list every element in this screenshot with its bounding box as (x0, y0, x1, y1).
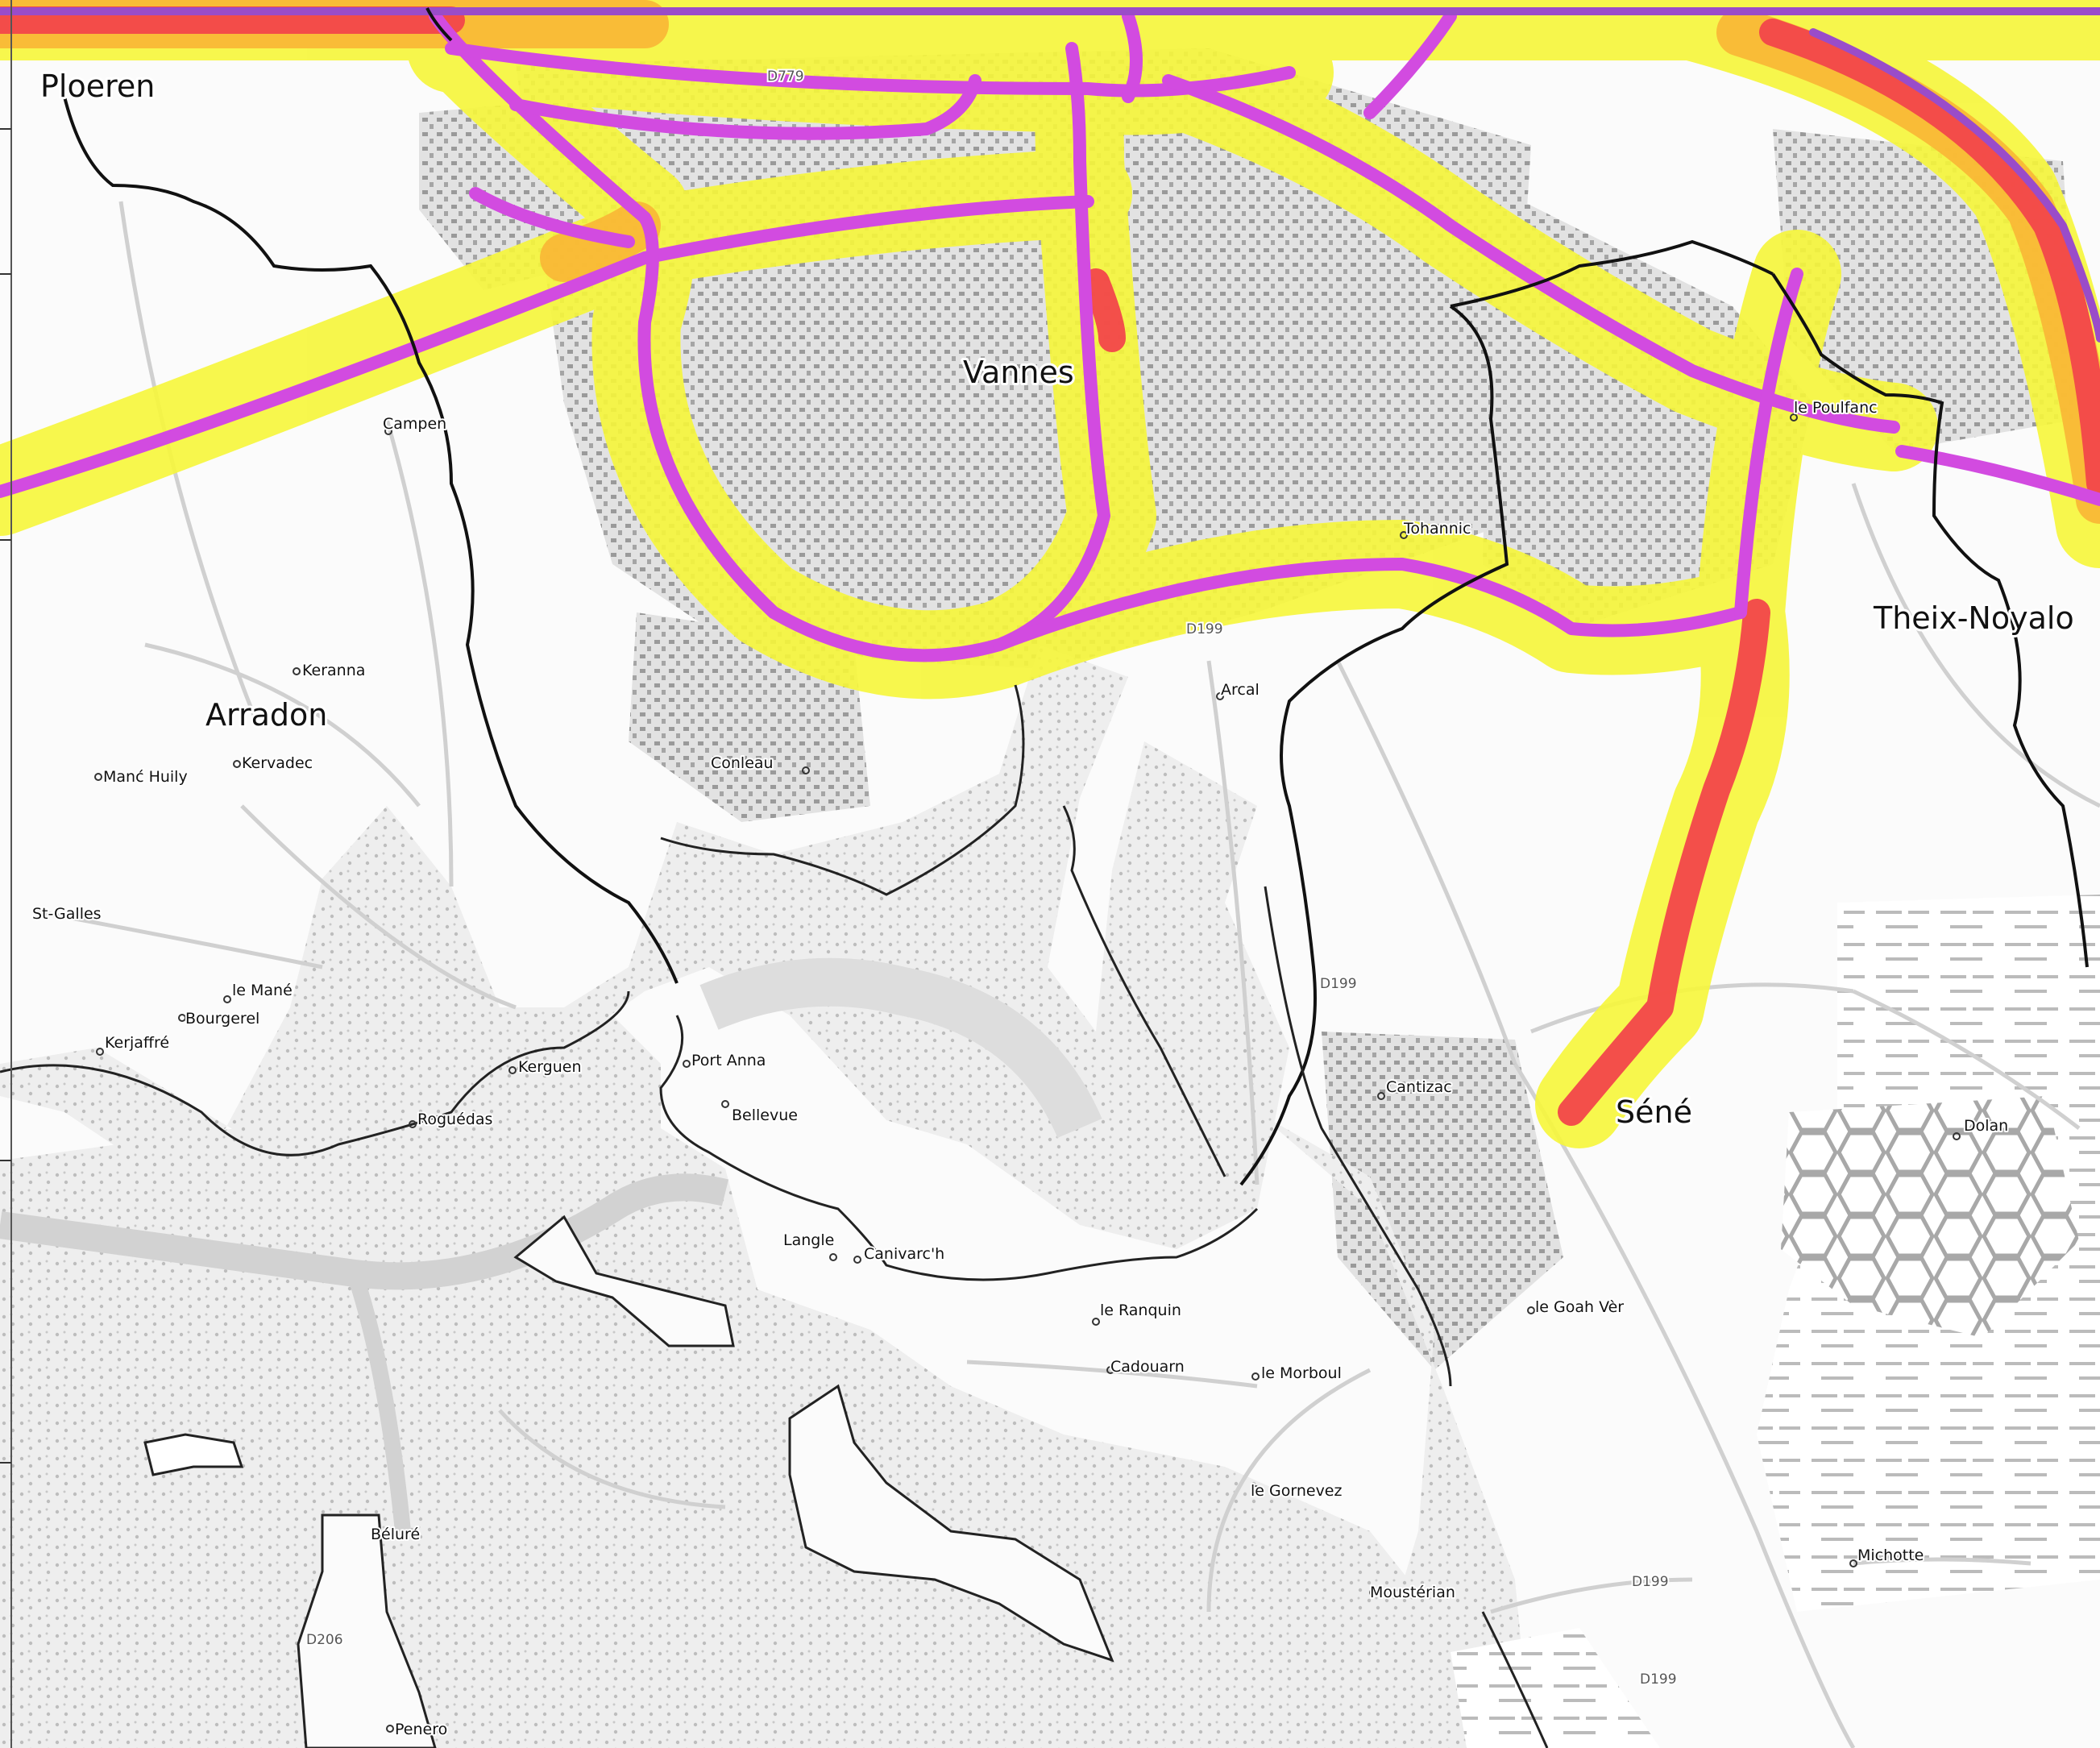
place-label[interactable]: Manć Huily (102, 766, 189, 787)
place-label[interactable]: Tohannic (1401, 518, 1473, 539)
road-label: D199 (1320, 976, 1357, 992)
place-label[interactable]: Kervadec (240, 753, 314, 774)
commune-borders (63, 7, 2089, 1186)
town-label-ploeren[interactable]: Ploeren (38, 66, 157, 106)
place-label[interactable]: le Gornevez (1249, 1480, 1343, 1501)
place-label[interactable]: le Goah Vèr (1533, 1297, 1625, 1318)
marsh-areas (1450, 895, 2100, 1748)
place-label[interactable]: Dolan (1962, 1115, 2010, 1136)
place-label[interactable]: Langle (782, 1230, 836, 1251)
road-label: D206 (306, 1632, 343, 1648)
place-label[interactable]: Cantizac (1384, 1077, 1454, 1098)
place-label[interactable]: Roguédas (416, 1109, 494, 1130)
place-labels: Campen Keranna Manć Huily Kervadec St-Ga… (31, 397, 2010, 1740)
place-label[interactable]: Kerguen (517, 1057, 583, 1077)
road-label: D199 (1640, 1671, 1677, 1688)
place-label[interactable]: Arcal (1219, 679, 1261, 700)
road-label: D199 (1632, 1574, 1669, 1590)
place-label[interactable]: Cadouarn (1109, 1356, 1186, 1377)
place-label[interactable]: le Ranquin (1098, 1300, 1183, 1321)
noise-layer (0, 0, 2100, 1148)
place-label[interactable]: le Mané (230, 980, 294, 1001)
place-label[interactable]: Canivarc'h (862, 1244, 946, 1264)
frame-ticks (0, 128, 11, 1464)
road-label: D199 (1186, 621, 1223, 637)
town-label-vannes[interactable]: Vannes (961, 352, 1077, 392)
town-labels: Ploeren Vannes Arradon Theix-Noyalo Séné (38, 66, 2077, 1132)
town-label-theix-noyalo[interactable]: Theix-Noyalo (1870, 598, 2077, 638)
road-labels: D779 D199 D199 D199 D199 D206 (305, 67, 1679, 1689)
coastlines (0, 684, 1549, 1748)
islands (143, 1214, 1114, 1748)
town-label-arradon[interactable]: Arradon (203, 695, 330, 735)
place-label[interactable]: Michotte (1856, 1545, 1925, 1566)
place-label[interactable]: Penero (393, 1719, 449, 1740)
place-label[interactable]: le Morboul (1260, 1363, 1343, 1384)
place-label[interactable]: Moustérian (1368, 1582, 1457, 1603)
place-label[interactable]: Port Anna (690, 1050, 767, 1071)
road-label: D779 (767, 69, 804, 85)
place-label[interactable]: Béluré (369, 1524, 421, 1545)
place-label[interactable]: St-Galles (31, 903, 103, 924)
town-label-sene[interactable]: Séné (1613, 1092, 1695, 1132)
place-label[interactable]: Bellevue (730, 1105, 799, 1126)
place-label[interactable]: Keranna (301, 660, 367, 681)
place-label[interactable]: le Poulfanc (1792, 397, 1879, 418)
place-label[interactable]: Conleau (709, 753, 775, 774)
place-label[interactable]: Campen (381, 413, 448, 434)
place-label[interactable]: Kerjaffré (103, 1032, 171, 1053)
place-label[interactable]: Bourgerel (184, 1008, 261, 1029)
